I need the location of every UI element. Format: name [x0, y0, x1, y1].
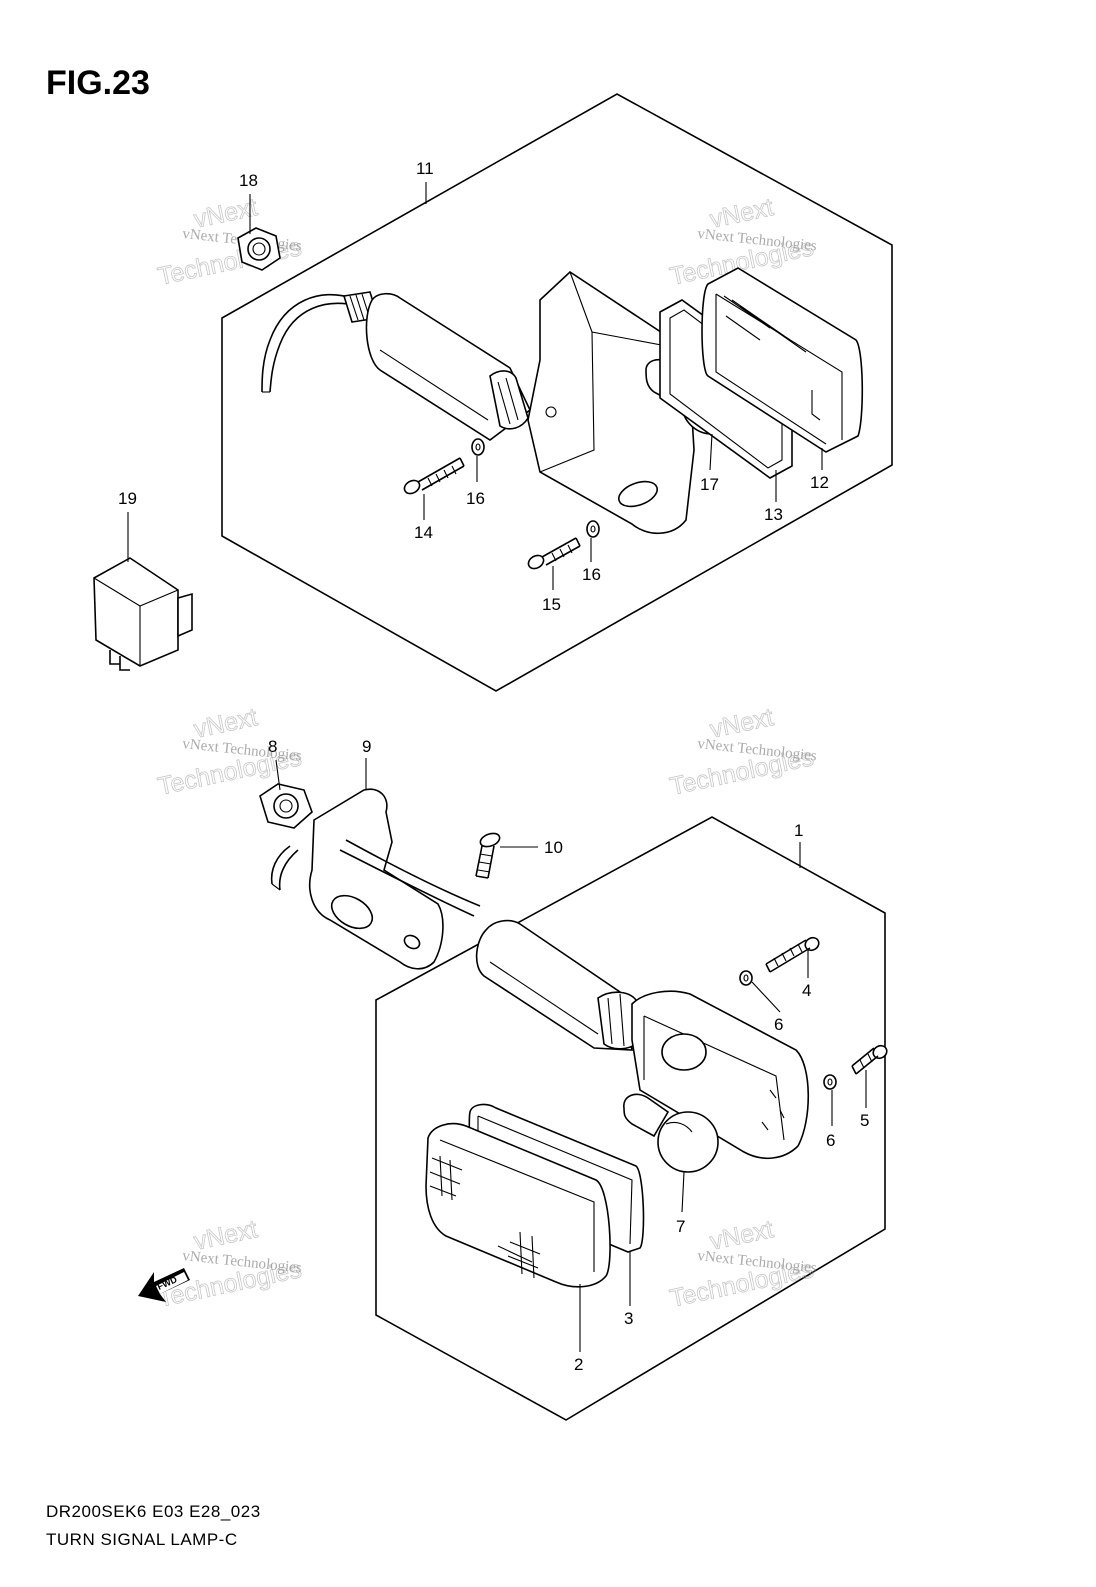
callout-16a: 16 [466, 489, 485, 508]
part-1-turn-signal-lamp [339, 839, 810, 1159]
callout-numbers: 18 11 19 16 14 16 15 17 13 12 8 9 10 1 4… [118, 159, 869, 1374]
callout-13: 13 [764, 505, 783, 524]
callout-8: 8 [268, 737, 277, 756]
callout-4: 4 [802, 981, 811, 1000]
callout-5: 5 [860, 1111, 869, 1130]
figure-label: FIG.23 [46, 64, 150, 102]
part-15-screw [527, 537, 581, 570]
part-9-bracket [270, 788, 444, 970]
watermark-bottom-left: vNext vNext Technologies Technologies [155, 1215, 304, 1313]
part-12-lens [701, 267, 864, 453]
callout-19: 19 [118, 489, 137, 508]
assembly-outline-11 [221, 93, 893, 692]
diagram-title: TURN SIGNAL LAMP-C [46, 1530, 238, 1549]
callout-16b: 16 [582, 565, 601, 584]
callout-18: 18 [239, 171, 258, 190]
callout-1: 1 [794, 821, 803, 840]
part-2-lens [425, 1122, 611, 1288]
part-10-screw [475, 832, 501, 879]
part-11-turn-signal-lamp [261, 270, 695, 534]
part-5-screw [851, 1044, 888, 1075]
part-19-relay [93, 557, 193, 671]
callout-7: 7 [676, 1217, 685, 1236]
callout-12: 12 [810, 473, 829, 492]
part-13-gasket [659, 299, 793, 479]
part-16-washer-b [586, 520, 600, 538]
callout-15: 15 [542, 595, 561, 614]
callout-6b: 6 [826, 1131, 835, 1150]
callout-6a: 6 [774, 1015, 783, 1034]
part-8-nut [259, 783, 313, 829]
part-4-screw [765, 936, 820, 973]
fwd-arrow-icon: FWD [138, 1268, 190, 1302]
callout-3: 3 [624, 1309, 633, 1328]
callout-17: 17 [700, 475, 719, 494]
part-6-washer-a [739, 970, 753, 986]
callout-2: 2 [574, 1355, 583, 1374]
part-14-screw [403, 457, 465, 495]
part-16-washer-a [471, 438, 485, 456]
callout-11: 11 [416, 159, 434, 178]
leader-lines [127, 182, 867, 1352]
callout-10: 10 [544, 838, 563, 857]
part-6-washer-b [823, 1074, 837, 1090]
watermark-top-left: vNext vNext Technologies Technologies [155, 193, 304, 291]
watermark-bottom-right: vNext vNext Technologies Technologies [667, 1215, 818, 1313]
assembly-outline-1 [375, 816, 886, 1421]
model-code: DR200SEK6 E03 E28_023 [46, 1502, 261, 1521]
callout-14: 14 [414, 523, 433, 542]
callout-9: 9 [362, 737, 371, 756]
watermark-mid-right: vNext vNext Technologies Technologies [667, 703, 818, 801]
part-7-bulb [623, 1093, 719, 1173]
part-18-nut [237, 227, 281, 271]
